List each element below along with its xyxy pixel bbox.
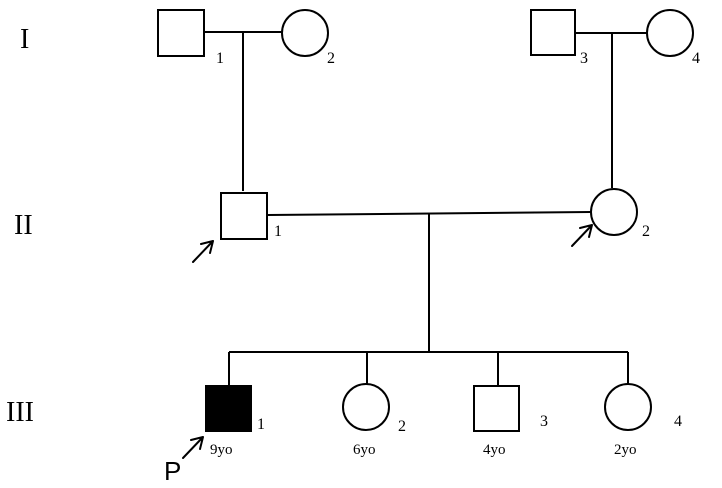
number-II-2: 2: [642, 223, 650, 240]
proband-arrow: [182, 436, 204, 459]
arrow-II-2: [571, 224, 593, 247]
individual-I-2-female: [281, 9, 329, 57]
age-III-2: 6yo: [353, 442, 376, 458]
number-III-2: 2: [398, 418, 406, 435]
arrow-II-1: [192, 240, 214, 263]
individual-III-1-male-affected: [205, 385, 252, 432]
number-III-1: 1: [257, 416, 265, 433]
generation-label-III: III: [6, 397, 34, 428]
generation-label-I: I: [20, 24, 29, 55]
marriage-line-II-1-II-2: [267, 211, 592, 216]
age-III-1: 9yo: [210, 442, 233, 458]
individual-I-3-male: [530, 9, 576, 56]
individual-III-3-male: [473, 385, 520, 432]
number-I-3: 3: [580, 50, 588, 67]
number-II-1: 1: [274, 223, 282, 240]
proband-label: P: [164, 456, 181, 486]
individual-III-2-female: [342, 383, 390, 431]
age-III-3: 4yo: [483, 442, 506, 458]
number-III-4: 4: [674, 413, 682, 430]
individual-II-1-male: [220, 192, 268, 240]
individual-III-4-female: [604, 383, 652, 431]
generation-label-II: II: [14, 210, 33, 241]
individual-I-1-male: [157, 9, 205, 57]
number-I-4: 4: [692, 50, 700, 67]
number-I-2: 2: [327, 50, 335, 67]
age-III-4: 2yo: [614, 442, 637, 458]
individual-I-4-female: [646, 9, 694, 57]
number-III-3: 3: [540, 413, 548, 430]
number-I-1: 1: [216, 50, 224, 67]
individual-II-2-female: [590, 188, 638, 236]
